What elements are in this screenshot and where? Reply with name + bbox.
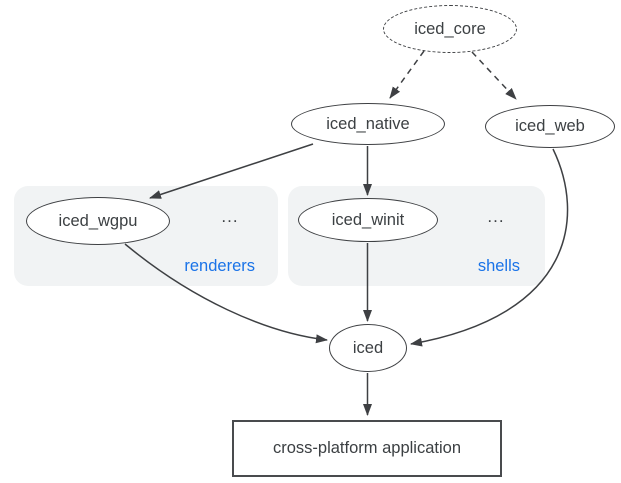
node-iced-native: iced_native [291, 103, 445, 145]
renderers-group-label: renderers [184, 257, 255, 275]
node-cross-platform-application: cross-platform application [232, 420, 502, 477]
node-iced: iced [329, 324, 407, 372]
node-iced-web: iced_web [485, 105, 615, 148]
shells-ellipsis: ... [487, 207, 505, 226]
node-iced-core-label: iced_core [414, 19, 486, 38]
node-iced-wgpu: iced_wgpu [26, 197, 170, 245]
node-iced-winit: iced_winit [298, 198, 438, 242]
node-iced-core: iced_core [383, 5, 517, 53]
node-iced-label: iced [352, 338, 384, 357]
node-iced-native-label: iced_native [326, 114, 410, 133]
renderers-ellipsis: ... [221, 207, 239, 226]
edge-core-to-native [389, 50, 425, 99]
node-iced-winit-label: iced_winit [331, 210, 405, 229]
node-iced-wgpu-label: iced_wgpu [58, 211, 138, 230]
node-iced-web-label: iced_web [515, 117, 585, 135]
node-cross-platform-application-label: cross-platform application [273, 439, 461, 457]
edge-core-to-web [471, 51, 517, 100]
shells-group-label: shells [477, 257, 520, 275]
